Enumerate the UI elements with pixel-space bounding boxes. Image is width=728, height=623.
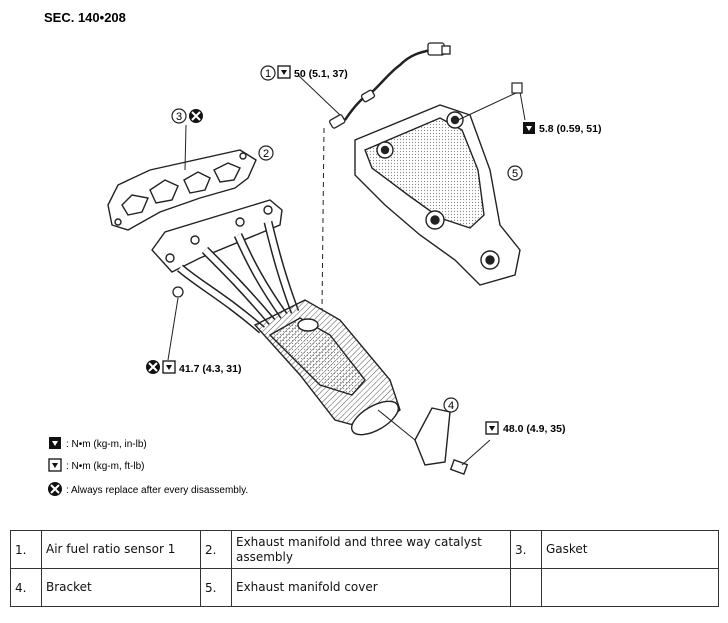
part-number: 5. [200,568,232,607]
table-row: 4. Bracket 5. Exhaust manifold cover [10,568,719,607]
svg-text:1: 1 [265,68,271,80]
svg-text:: Always replace after every d: : Always replace after every disassembly… [66,485,248,496]
callout-4: 4 [443,397,459,413]
part-name [541,568,719,607]
manifold-nut [172,286,184,298]
air-fuel-sensor-drawing [329,42,451,129]
part-name: Exhaust manifold cover [231,568,511,607]
callout-1: 1 [260,65,276,81]
svg-text:: N•m (kg-m, in-lb): : N•m (kg-m, in-lb) [66,439,147,450]
torque-sensor: 50 (5.1, 37) [277,65,348,80]
callout-3: 3 [171,108,187,124]
part-name: Air fuel ratio sensor 1 [41,530,201,569]
replace-icon [189,109,203,123]
svg-text:3: 3 [176,111,182,123]
part-number [510,568,542,607]
cover-bolt [511,82,523,94]
callout-5: 5 [507,165,523,181]
parts-table: 1. Air fuel ratio sensor 1 2. Exhaust ma… [10,530,719,607]
part-name: Bracket [41,568,201,607]
section-title: SEC. 140•208 [44,10,126,25]
svg-text:5.8 (0.59, 51): 5.8 (0.59, 51) [539,123,601,135]
table-row: 1. Air fuel ratio sensor 1 2. Exhaust ma… [10,530,719,569]
gasket-drawing [107,149,257,231]
part-number: 4. [10,568,42,607]
torque-cover: 5.8 (0.59, 51) [523,122,601,135]
svg-text:41.7 (4.3, 31): 41.7 (4.3, 31) [179,363,241,375]
legend-replace: : Always replace after every disassembly… [48,482,248,496]
manifold-catalyst-drawing [151,199,401,436]
svg-text:50 (5.1, 37): 50 (5.1, 37) [294,68,348,80]
svg-text:48.0 (4.9, 35): 48.0 (4.9, 35) [503,423,565,435]
part-name: Gasket [541,530,719,569]
torque-bracket: 48.0 (4.9, 35) [485,421,565,435]
legend-inlb: : N•m (kg-m, in-lb) [49,437,147,450]
svg-text:: N•m (kg-m, ft-lb): : N•m (kg-m, ft-lb) [66,461,145,472]
legend-ftlb: : N•m (kg-m, ft-lb) [48,458,145,472]
svg-text:2: 2 [263,148,269,160]
svg-text:5: 5 [512,168,518,180]
torque-manifold-nut: 41.7 (4.3, 31) [146,360,241,375]
part-number: 2. [200,530,232,569]
part-number: 1. [10,530,42,569]
part-number: 3. [510,530,542,569]
callout-2: 2 [258,145,274,161]
bracket-drawing [414,407,469,475]
manifold-cover-drawing [354,104,521,286]
svg-text:4: 4 [448,400,454,412]
exhaust-manifold-diagram: SEC. 140•208 [44,10,601,496]
part-name: Exhaust manifold and three way catalyst … [231,530,511,569]
